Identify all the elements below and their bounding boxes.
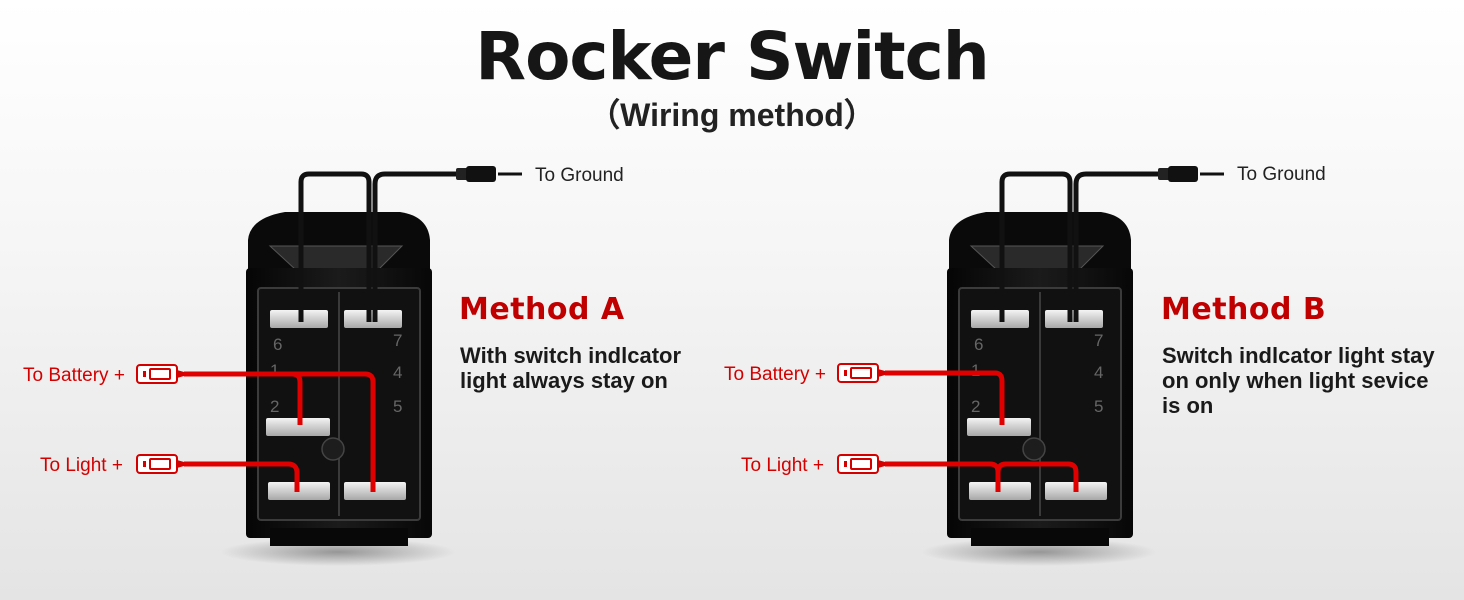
method-b-description-line: is on [1162, 393, 1214, 418]
light-wire [184, 461, 300, 492]
pin-number: 5 [393, 397, 402, 416]
light-label: To Light + [40, 455, 123, 476]
pin-number: 4 [1094, 363, 1103, 382]
pin-number: 7 [1094, 331, 1103, 350]
battery-wire [885, 370, 1005, 425]
pin-number: 6 [273, 335, 282, 354]
switch-b-terminal [967, 418, 1031, 436]
battery-connector-icon [136, 364, 184, 384]
light-connector-icon [136, 454, 184, 474]
method-b-heading: Method B [1161, 292, 1327, 327]
switch-b-base [971, 528, 1109, 546]
pin-number: 4 [393, 363, 402, 382]
method-a-heading: Method A [459, 292, 625, 327]
battery-label: To Battery + [23, 365, 125, 386]
page-title: Rocker Switch [475, 18, 990, 95]
pin-number: 6 [974, 335, 983, 354]
ground-plug [456, 166, 522, 182]
jumper-wire [292, 371, 376, 492]
battery-label: To Battery + [724, 364, 826, 385]
light-connector-icon [837, 454, 885, 474]
pin-number: 2 [270, 397, 279, 416]
ground-wire [298, 171, 372, 322]
method-b-description: Switch indlcator light stay on only when… [1162, 343, 1435, 418]
pin-number: 1 [270, 361, 279, 380]
switch-a-base [270, 528, 408, 546]
switch-b: 6 7 1 4 2 5 To Ground To Battery + To Li… [724, 164, 1326, 566]
method-a-description-line: light always stay on [460, 368, 668, 393]
method-b-description-line: Switch indlcator light stay [1162, 343, 1435, 368]
jumper-wire [995, 461, 1079, 492]
pin-number: 5 [1094, 397, 1103, 416]
page-subtitle: （Wiring method） [588, 97, 876, 133]
light-label: To Light + [741, 455, 824, 476]
ground-label: To Ground [535, 165, 624, 186]
battery-connector-icon [837, 363, 885, 383]
switch-b-lamp [1022, 437, 1046, 461]
ground-label: To Ground [1237, 164, 1326, 185]
ground-wire [372, 171, 458, 322]
switch-a-lamp [321, 437, 345, 461]
switch-a: 6 7 1 4 2 5 To Ground To Battery + To Li… [23, 165, 624, 566]
method-b-description-line: on only when light sevice [1162, 368, 1429, 393]
switch-a-terminal [266, 418, 330, 436]
pin-number: 2 [971, 397, 980, 416]
pin-number: 7 [393, 331, 402, 350]
ground-wire [1073, 171, 1160, 322]
ground-wire [999, 171, 1073, 322]
ground-plug [1158, 166, 1224, 182]
method-a-description-line: With switch indlcator [460, 343, 682, 368]
method-a-description: With switch indlcator light always stay … [460, 343, 681, 393]
